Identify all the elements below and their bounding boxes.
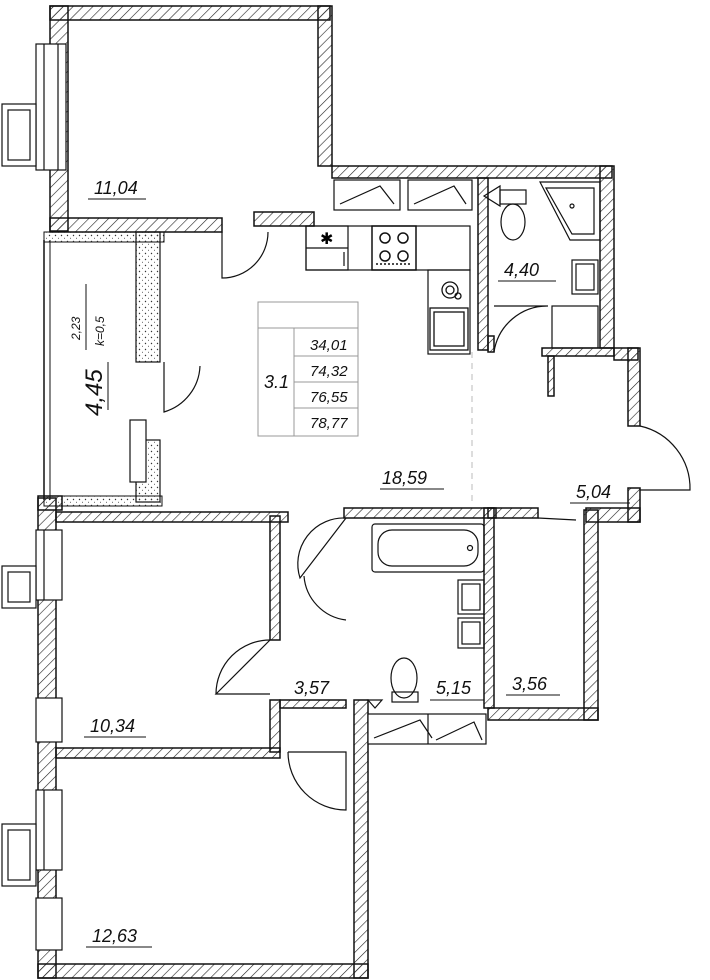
sink-icon [457, 579, 485, 649]
total-area-value: 74,32 [310, 363, 348, 380]
room-area-bath-small: 4,40 [504, 260, 539, 280]
room-area-bathroom: 5,15 [436, 678, 472, 698]
living-area-value: 34,01 [310, 337, 348, 354]
room-area-corridor: 3,57 [294, 678, 330, 698]
room-area-balcony: 4,45 [81, 369, 108, 416]
balcony-sub-area: 2,23 [69, 316, 83, 341]
bathtub-icon [371, 523, 485, 573]
window-icon [1, 43, 147, 951]
room-area-living-kitchen: 18,59 [382, 468, 427, 488]
room-area-bedroom-bottom: 12,63 [92, 926, 137, 946]
kitchen-cabinets [333, 179, 473, 211]
bathroom-cabinets [366, 699, 487, 745]
sink-icon [429, 281, 469, 351]
area-with-balcony-value: 76,55 [310, 389, 348, 406]
room-area-hall-entry: 5,04 [576, 482, 611, 502]
area-summary [257, 301, 359, 437]
balcony-label-box [85, 284, 109, 410]
room-area-bedroom-mid: 10,34 [90, 716, 135, 736]
door-icon [163, 231, 691, 811]
apartment-number: 3.1 [264, 372, 289, 392]
toilet-icon [390, 657, 419, 703]
balcony-coefficient: k=0,5 [93, 316, 107, 346]
room-area-bedroom-top: 11,04 [94, 178, 138, 198]
sink-icon [551, 259, 599, 349]
stove-icon [371, 225, 417, 271]
fridge-icon: ✱ [320, 229, 333, 248]
walls [37, 5, 641, 979]
shower-icon [539, 181, 601, 241]
area-full-value: 78,77 [310, 415, 348, 432]
room-area-storage: 3,56 [512, 674, 548, 694]
washing-machine-icon [482, 184, 501, 208]
toilet-icon [499, 189, 527, 241]
